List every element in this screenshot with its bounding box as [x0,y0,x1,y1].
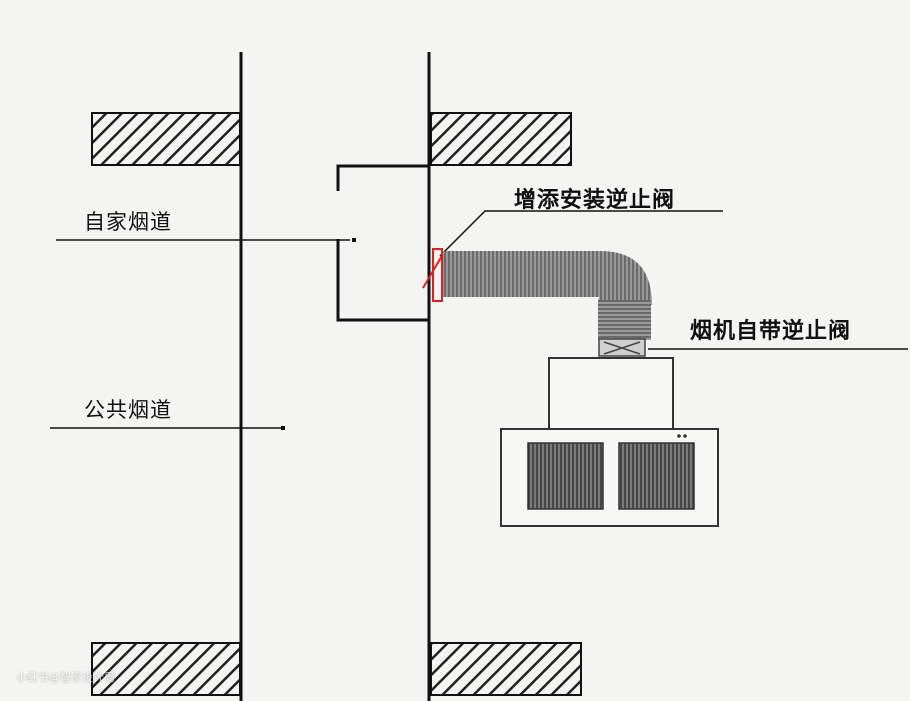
own-flue-duct [336,164,429,191]
slab-bottom-left [91,642,241,696]
slab-top-right [430,112,572,166]
leader-public-dot [281,426,285,430]
hood-chimney [548,357,674,430]
label-own-flue: 自家烟道 [84,210,172,234]
flex-duct-horizontal [443,251,600,297]
slab-top-left [91,112,241,166]
flex-duct-vertical [598,300,651,340]
label-added-check-valve: 增添安装逆止阀 [514,188,676,213]
own-flue-duct-lower [336,239,429,322]
hood-grille-left [527,442,604,510]
hood-grille-right [618,442,695,510]
label-public-flue: 公共烟道 [84,398,172,422]
slab-bottom-right [430,642,582,696]
label-builtin-check-valve: 烟机自带逆止阀 [690,319,852,344]
leader-added-valve [439,210,723,257]
hood-indicator-2 [683,434,687,438]
added-check-valve [432,248,443,302]
added-valve-flap [422,253,444,289]
own-flue-dot [352,238,356,242]
hood-indicator [677,434,681,438]
flex-duct-elbow [598,251,652,305]
watermark: 小红书@智家设计局 [16,671,115,684]
builtin-valve-x2 [603,341,641,355]
